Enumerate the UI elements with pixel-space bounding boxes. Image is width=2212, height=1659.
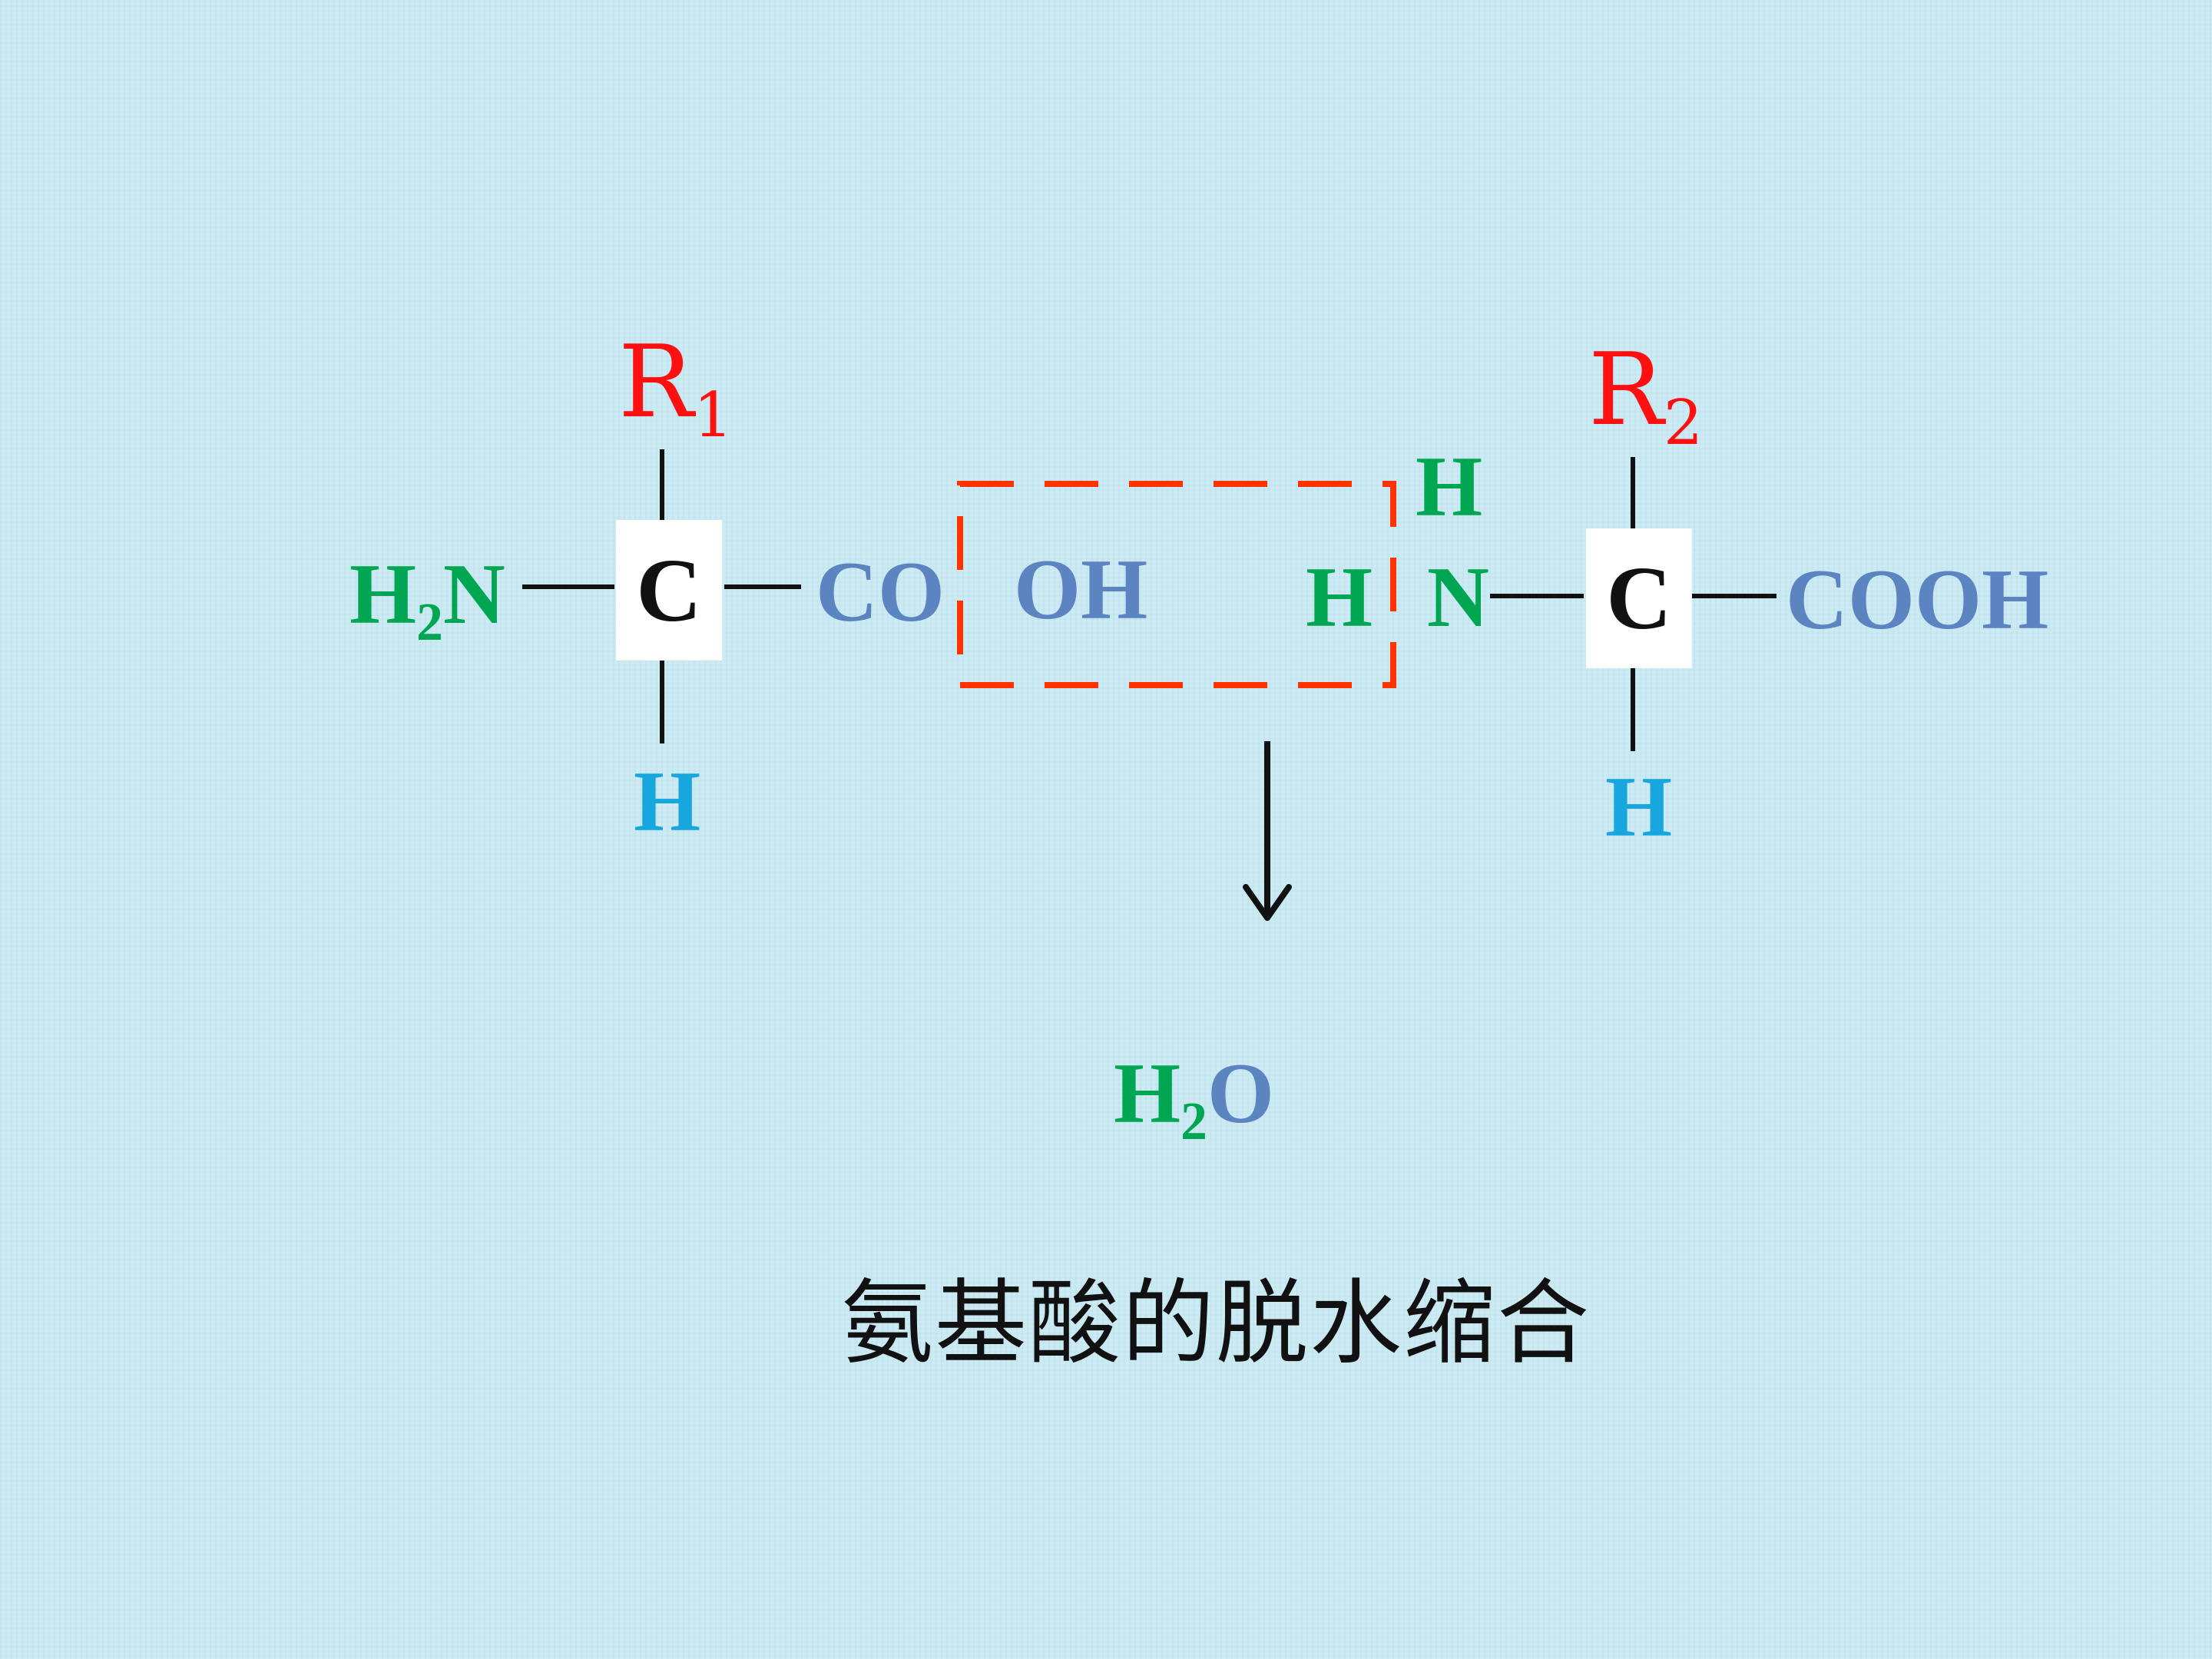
carbon-2: C (1586, 528, 1692, 668)
water-o: O (1207, 1046, 1274, 1141)
bond-c1-co (724, 584, 801, 589)
dashed-removal-box (957, 481, 1396, 688)
r2-label: R2 (1588, 339, 1703, 454)
r1-letter: R (618, 323, 694, 440)
carboxyl-co: CO (816, 545, 945, 640)
amine-upper-h: H (1416, 439, 1483, 535)
bond-r2-c2 (1631, 457, 1635, 543)
bond-r1-c1 (660, 449, 664, 534)
amine-n-2: N (1427, 550, 1489, 645)
water-product: H2O (1114, 1051, 1274, 1148)
arrow-down-icon (1243, 741, 1292, 921)
carboxyl-oh: OH (1014, 542, 1148, 637)
amino-n: N (442, 547, 505, 642)
removed-h: H (1306, 550, 1373, 645)
amino-group-label: H2N (349, 551, 505, 649)
bond-n2-c2 (1490, 594, 1584, 598)
r2-letter: R (1588, 331, 1664, 448)
r1-label: R1 (618, 332, 733, 446)
water-h: H (1114, 1046, 1181, 1141)
r2-index: 2 (1663, 386, 1704, 459)
amino-h: H (349, 547, 417, 642)
alpha-h-1: H (634, 754, 701, 849)
water-subscript: 2 (1181, 1092, 1207, 1152)
bond-c2-cooh (1692, 594, 1777, 598)
r1-index: 1 (693, 379, 733, 452)
carboxyl-2: COOH (1786, 552, 2049, 647)
caption: 氨基酸的脱水缩合 (841, 1270, 1591, 1377)
bond-c1-h (660, 661, 664, 743)
bond-c2-h (1631, 668, 1635, 751)
alpha-h-2: H (1605, 760, 1673, 855)
carbon-1: C (616, 520, 722, 661)
bond-n-c1 (522, 584, 614, 589)
amino-subscript: 2 (416, 593, 443, 653)
